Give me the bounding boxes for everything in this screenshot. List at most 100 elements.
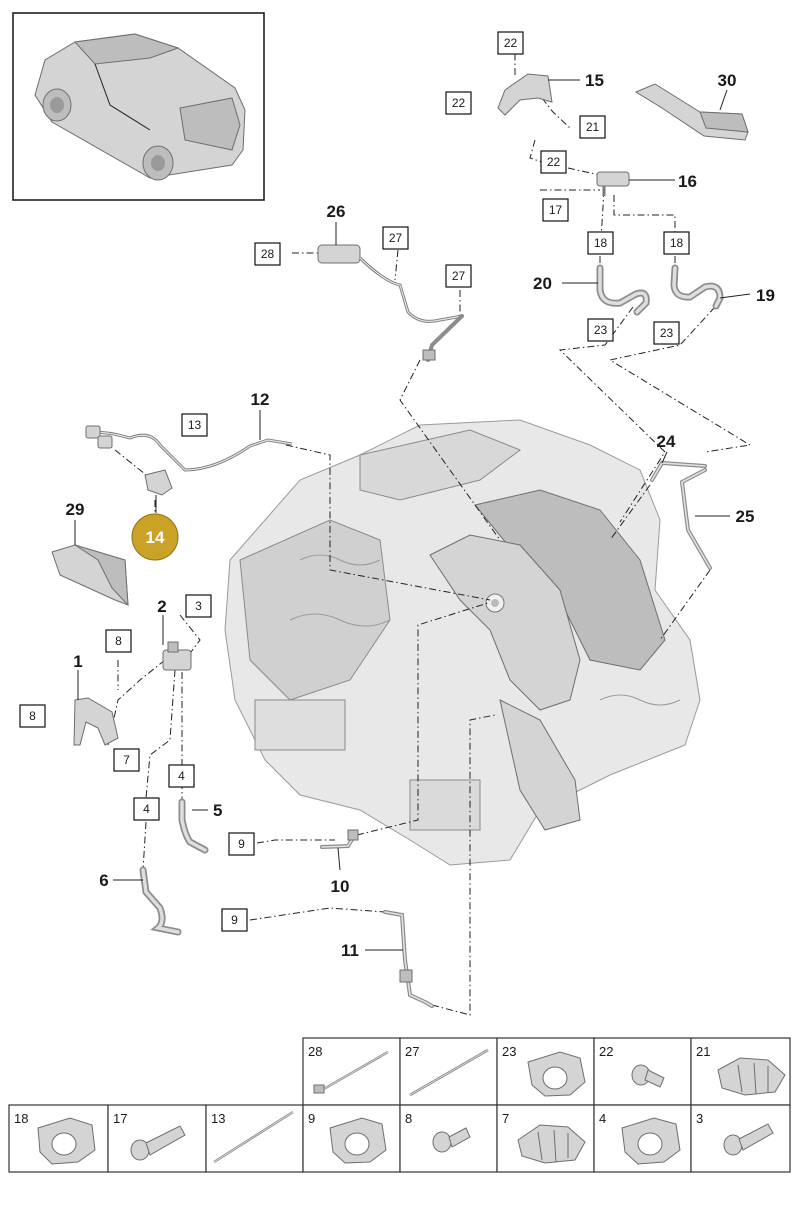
vehicle-thumbnail [12,12,265,201]
svg-text:8: 8 [29,709,36,723]
table-cell-7: 7 [496,1104,595,1173]
callout-20: 20 [533,274,552,293]
table-cell-28: 28 [302,1037,401,1106]
svg-text:23: 23 [660,326,674,340]
svg-text:4: 4 [178,769,185,783]
box-23-right: 23 [653,321,680,345]
table-cell-23: 23 [496,1037,595,1106]
box-17: 17 [542,198,569,222]
table-cell-13: 13 [205,1104,304,1173]
part-16-pressure-sensor [596,171,630,196]
box-18-right: 18 [663,231,690,255]
svg-text:23: 23 [502,1044,516,1059]
table-cell-3: 3 [690,1104,791,1173]
svg-text:9: 9 [308,1111,315,1126]
part-24-pipe [650,460,707,482]
box-22-top: 22 [497,31,524,55]
part-6-hose [139,866,182,936]
table-row-1: 28 27 23 22 [302,1037,791,1106]
table-cell-21: 21 [690,1037,791,1106]
table-cell-9: 9 [302,1104,401,1173]
svg-text:8: 8 [115,634,122,648]
callout-6: 6 [99,871,108,890]
table-row-2: 18 17 13 9 [8,1104,791,1173]
table-cell-8: 8 [399,1104,498,1173]
svg-text:22: 22 [452,96,466,110]
svg-text:22: 22 [599,1044,613,1059]
svg-text:23: 23 [594,323,608,337]
svg-text:4: 4 [599,1111,606,1126]
box-27-right: 27 [445,264,472,288]
callout-14: 14 [146,528,165,547]
box-22-left: 22 [445,91,472,115]
part-15-bracket [497,73,553,116]
part-14-highlighted [131,495,179,561]
box-3: 3 [185,594,212,618]
part-25-pipe [679,468,712,570]
box-4-left: 4 [133,797,160,821]
box-4-right: 4 [168,764,195,788]
part-26-sensor [317,244,464,362]
callout-29: 29 [66,500,85,519]
callout-24: 24 [657,432,676,451]
svg-text:17: 17 [113,1111,127,1126]
svg-text:7: 7 [502,1111,509,1126]
callout-16: 16 [678,172,697,191]
svg-text:28: 28 [308,1044,322,1059]
callout-2: 2 [157,597,166,616]
callout-1: 1 [73,652,82,671]
svg-text:18: 18 [14,1111,28,1126]
part-19-hose [670,264,724,310]
callout-25: 25 [736,507,755,526]
callout-26: 26 [327,202,346,221]
svg-text:9: 9 [231,913,238,927]
callout-leaders [74,79,751,951]
table-cell-27: 27 [399,1037,498,1106]
table-cell-18: 18 [8,1104,109,1173]
part-1-bracket [73,697,119,746]
svg-text:9: 9 [238,837,245,851]
svg-text:4: 4 [143,802,150,816]
box-9-bottom: 9 [221,908,248,932]
callout-15: 15 [585,71,604,90]
svg-text:13: 13 [188,418,202,432]
part-29-heat-shield [51,544,129,607]
svg-text:27: 27 [405,1044,419,1059]
boxed-references: 22 22 21 22 17 18 18 23 23 28 27 27 13 3… [19,31,690,932]
engine-assembly [224,419,701,866]
box-27-top: 27 [382,226,409,250]
svg-text:13: 13 [211,1111,225,1126]
part-10-pipe [320,829,359,849]
callout-10: 10 [331,877,350,896]
parts-table: 28 27 23 22 [8,1037,791,1173]
box-9-top: 9 [228,832,255,856]
box-8-left: 8 [19,704,46,728]
svg-text:27: 27 [389,231,403,245]
svg-text:21: 21 [696,1044,710,1059]
table-cell-17: 17 [107,1104,207,1173]
box-8-top: 8 [105,629,132,653]
box-22-mid: 22 [540,150,567,174]
connection-lines [107,50,752,1016]
callout-12: 12 [251,390,270,409]
box-21: 21 [579,115,606,139]
svg-text:8: 8 [405,1111,412,1126]
svg-text:3: 3 [195,599,202,613]
callout-numbers: 30 15 16 19 20 26 12 14 29 2 1 5 6 10 11… [66,71,775,960]
svg-text:28: 28 [261,247,275,261]
svg-text:22: 22 [504,36,518,50]
svg-text:18: 18 [594,236,608,250]
part-5-hose [178,798,209,854]
svg-text:18: 18 [670,236,684,250]
part-20-hose [596,264,650,316]
callout-11: 11 [341,941,359,960]
part-11-pipe [383,910,434,1008]
svg-text:21: 21 [586,120,600,134]
box-13: 13 [181,413,208,437]
svg-text:7: 7 [123,753,130,767]
callout-19: 19 [756,286,775,305]
part-30-heat-shield [634,83,749,141]
callout-5: 5 [213,801,222,820]
box-23-left: 23 [587,318,614,342]
